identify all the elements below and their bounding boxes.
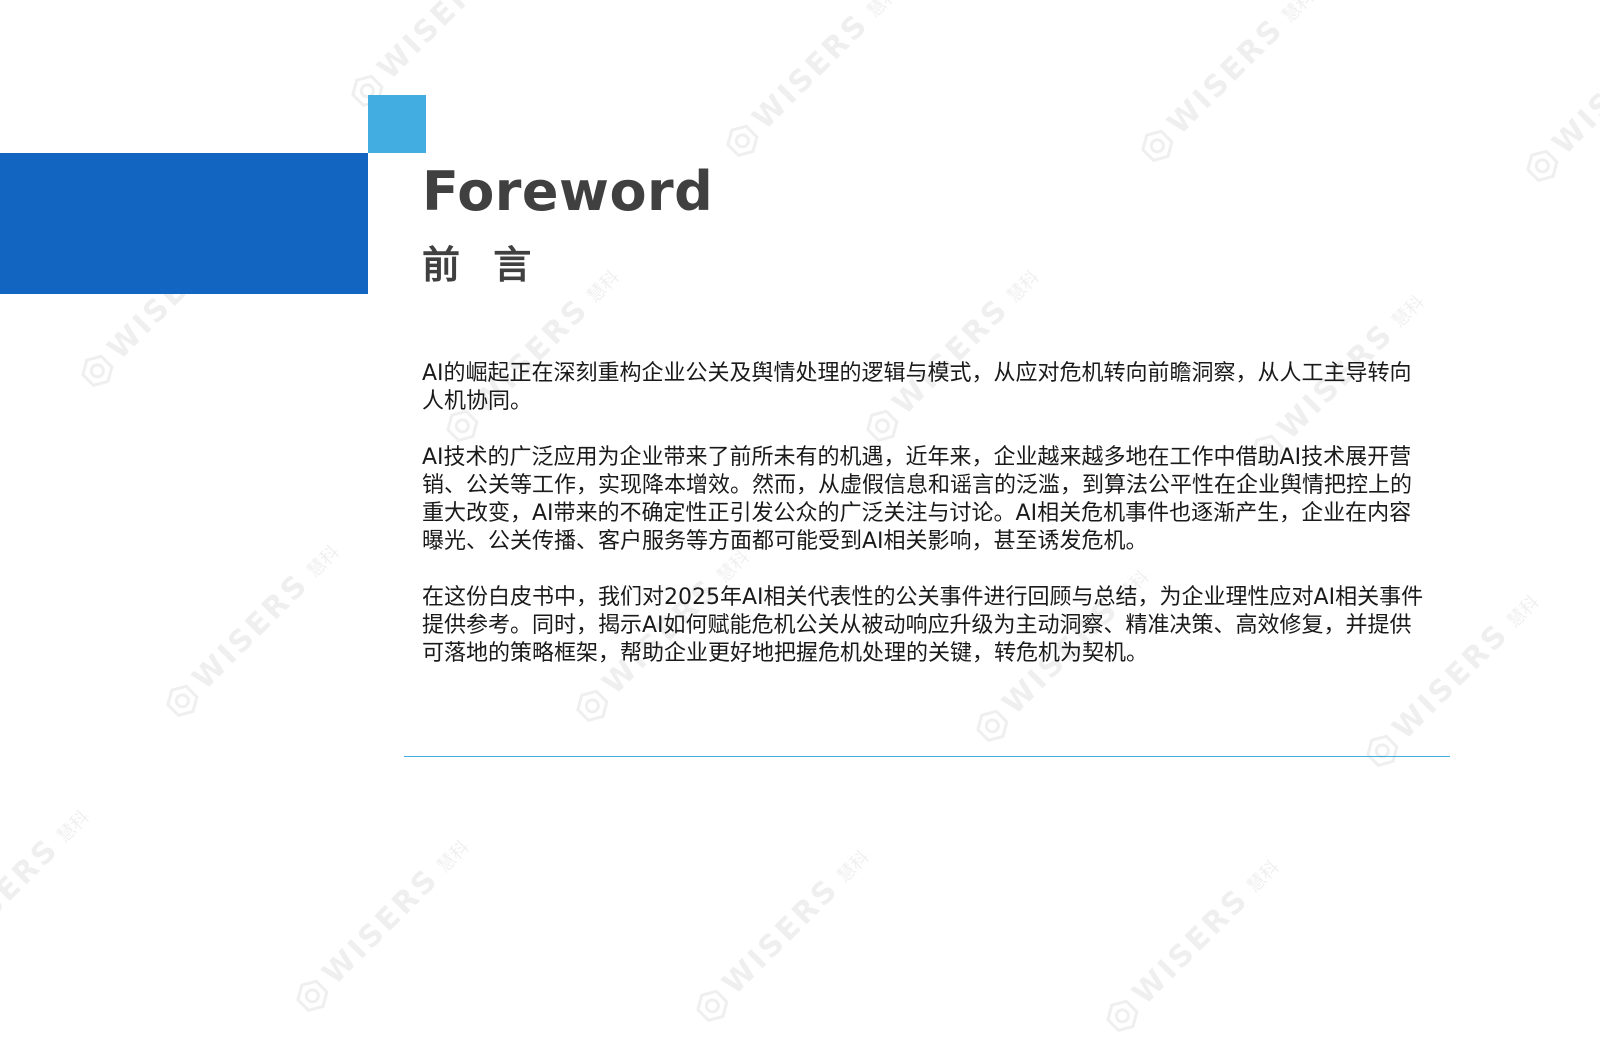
- wisers-logo-icon: [1518, 141, 1566, 189]
- watermark-brand: WISERS: [1160, 11, 1292, 142]
- watermark-brand: WISERS: [185, 566, 317, 697]
- blue-header-band: [0, 153, 368, 294]
- watermark-brand-cn: 慧科: [862, 0, 904, 22]
- watermark: WISERS 慧科: [0, 800, 97, 990]
- watermark: WISERS 慧科: [288, 830, 478, 1020]
- wisers-logo-icon: [718, 116, 766, 164]
- watermark-brand-cn: 慧科: [432, 836, 474, 877]
- page-subtitle: 前 言: [422, 243, 542, 287]
- watermark-brand-cn: 慧科: [832, 846, 874, 887]
- watermark-brand-cn: 慧科: [1387, 291, 1429, 332]
- watermark: WISERS 慧科: [688, 840, 878, 1030]
- wisers-logo-icon: [1133, 121, 1181, 169]
- watermark: WISERS 慧科: [158, 535, 348, 725]
- watermark-brand-cn: 慧科: [1002, 266, 1044, 307]
- watermark-brand-cn: 慧科: [1242, 856, 1284, 897]
- paragraph: AI的崛起正在深刻重构企业公关及舆情处理的逻辑与模式，从应对危机转向前瞻洞察，从…: [422, 361, 1412, 414]
- divider: [404, 756, 1450, 757]
- watermark-brand-cn: 慧科: [1502, 591, 1544, 632]
- watermark-brand-cn: 慧科: [302, 541, 344, 582]
- watermark-brand: WISERS: [315, 861, 447, 992]
- watermark-brand: WISERS: [370, 0, 502, 87]
- accent-square: [368, 95, 426, 153]
- watermark-brand-cn: 慧科: [52, 806, 94, 847]
- wisers-logo-icon: [288, 971, 336, 1019]
- wisers-logo-icon: [158, 676, 206, 724]
- page-title: Foreword: [422, 160, 714, 223]
- watermark-brand: WISERS: [1545, 31, 1600, 162]
- watermark: WISERS 慧科: [1098, 850, 1288, 1040]
- watermark-brand-cn: 慧科: [1277, 0, 1319, 27]
- wisers-logo-icon: [1358, 726, 1406, 774]
- watermark: WISERS 慧科: [1133, 0, 1323, 170]
- watermark-brand: WISERS: [715, 871, 847, 1002]
- paragraph: 在这份白皮书中，我们对2025年AI相关代表性的公关事件进行回顾与总结，为企业理…: [422, 585, 1424, 666]
- wisers-logo-icon: [968, 701, 1016, 749]
- watermark-brand-cn: 慧科: [582, 266, 624, 307]
- watermark: WISERS 慧科: [718, 0, 908, 165]
- foreword-body: AI的崛起正在深刻重构企业公关及舆情处理的逻辑与模式，从应对危机转向前瞻洞察，从…: [422, 360, 1424, 696]
- wisers-logo-icon: [688, 981, 736, 1029]
- watermark-brand: WISERS: [0, 831, 67, 962]
- watermark-brand: WISERS: [745, 6, 877, 137]
- wisers-logo-icon: [73, 346, 121, 394]
- wisers-logo-icon: [1098, 991, 1146, 1039]
- watermark-brand: WISERS: [1125, 881, 1257, 1012]
- paragraph: AI技术的广泛应用为企业带来了前所未有的机遇，近年来，企业越来越多地在工作中借助…: [422, 445, 1413, 554]
- watermark: WISERS 慧科: [1518, 0, 1600, 190]
